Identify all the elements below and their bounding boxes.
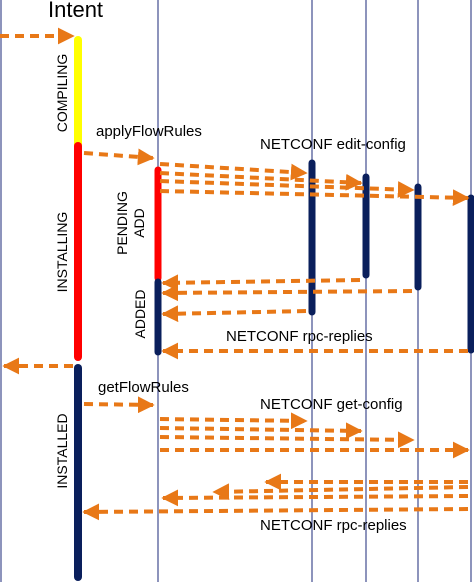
phase-compiling: COMPILING (54, 54, 70, 133)
diagram-title: Intent (48, 0, 103, 22)
arrow-edit-config-4 (159, 189, 470, 207)
label-get-flow-rules: getFlowRules (98, 379, 189, 396)
arrow-edit-config-1 (159, 162, 308, 181)
message-arrows (0, 27, 470, 521)
arrow-get-config-2 (159, 422, 363, 440)
phase-installed: INSTALLED (54, 413, 70, 488)
arrow-get-config-1 (159, 412, 308, 430)
arrow-get-reply-device-4 (82, 503, 469, 521)
arrow-get-reply-device-3 (161, 489, 469, 507)
arrow-get-reply-device-2 (212, 483, 469, 501)
label-apply-flow-rules: applyFlowRules (96, 123, 202, 140)
arrow-reply-device-2 (161, 274, 361, 292)
arrow-reply-device-3 (161, 284, 413, 302)
arrow-reply-device-1 (161, 305, 307, 323)
phase-installing: INSTALLING (54, 212, 70, 293)
phase-added: ADDED (132, 289, 148, 338)
phase-pending-line2: ADD (131, 208, 147, 238)
phase-pending-line1: PENDING (114, 191, 130, 255)
label-rpc-replies-2: NETCONF rpc-replies (260, 517, 407, 534)
label-edit-config: NETCONF edit-config (260, 136, 406, 153)
arrow-get-flow-rules (83, 396, 155, 414)
label-get-config: NETCONF get-config (260, 396, 403, 413)
arrow-edit-config-3 (159, 179, 415, 198)
label-rpc-replies-1: NETCONF rpc-replies (226, 328, 373, 345)
arrow-edit-config-2 (159, 171, 363, 191)
arrow-get-config-3 (159, 431, 415, 449)
arrow-apply-flow-rules (83, 148, 155, 166)
